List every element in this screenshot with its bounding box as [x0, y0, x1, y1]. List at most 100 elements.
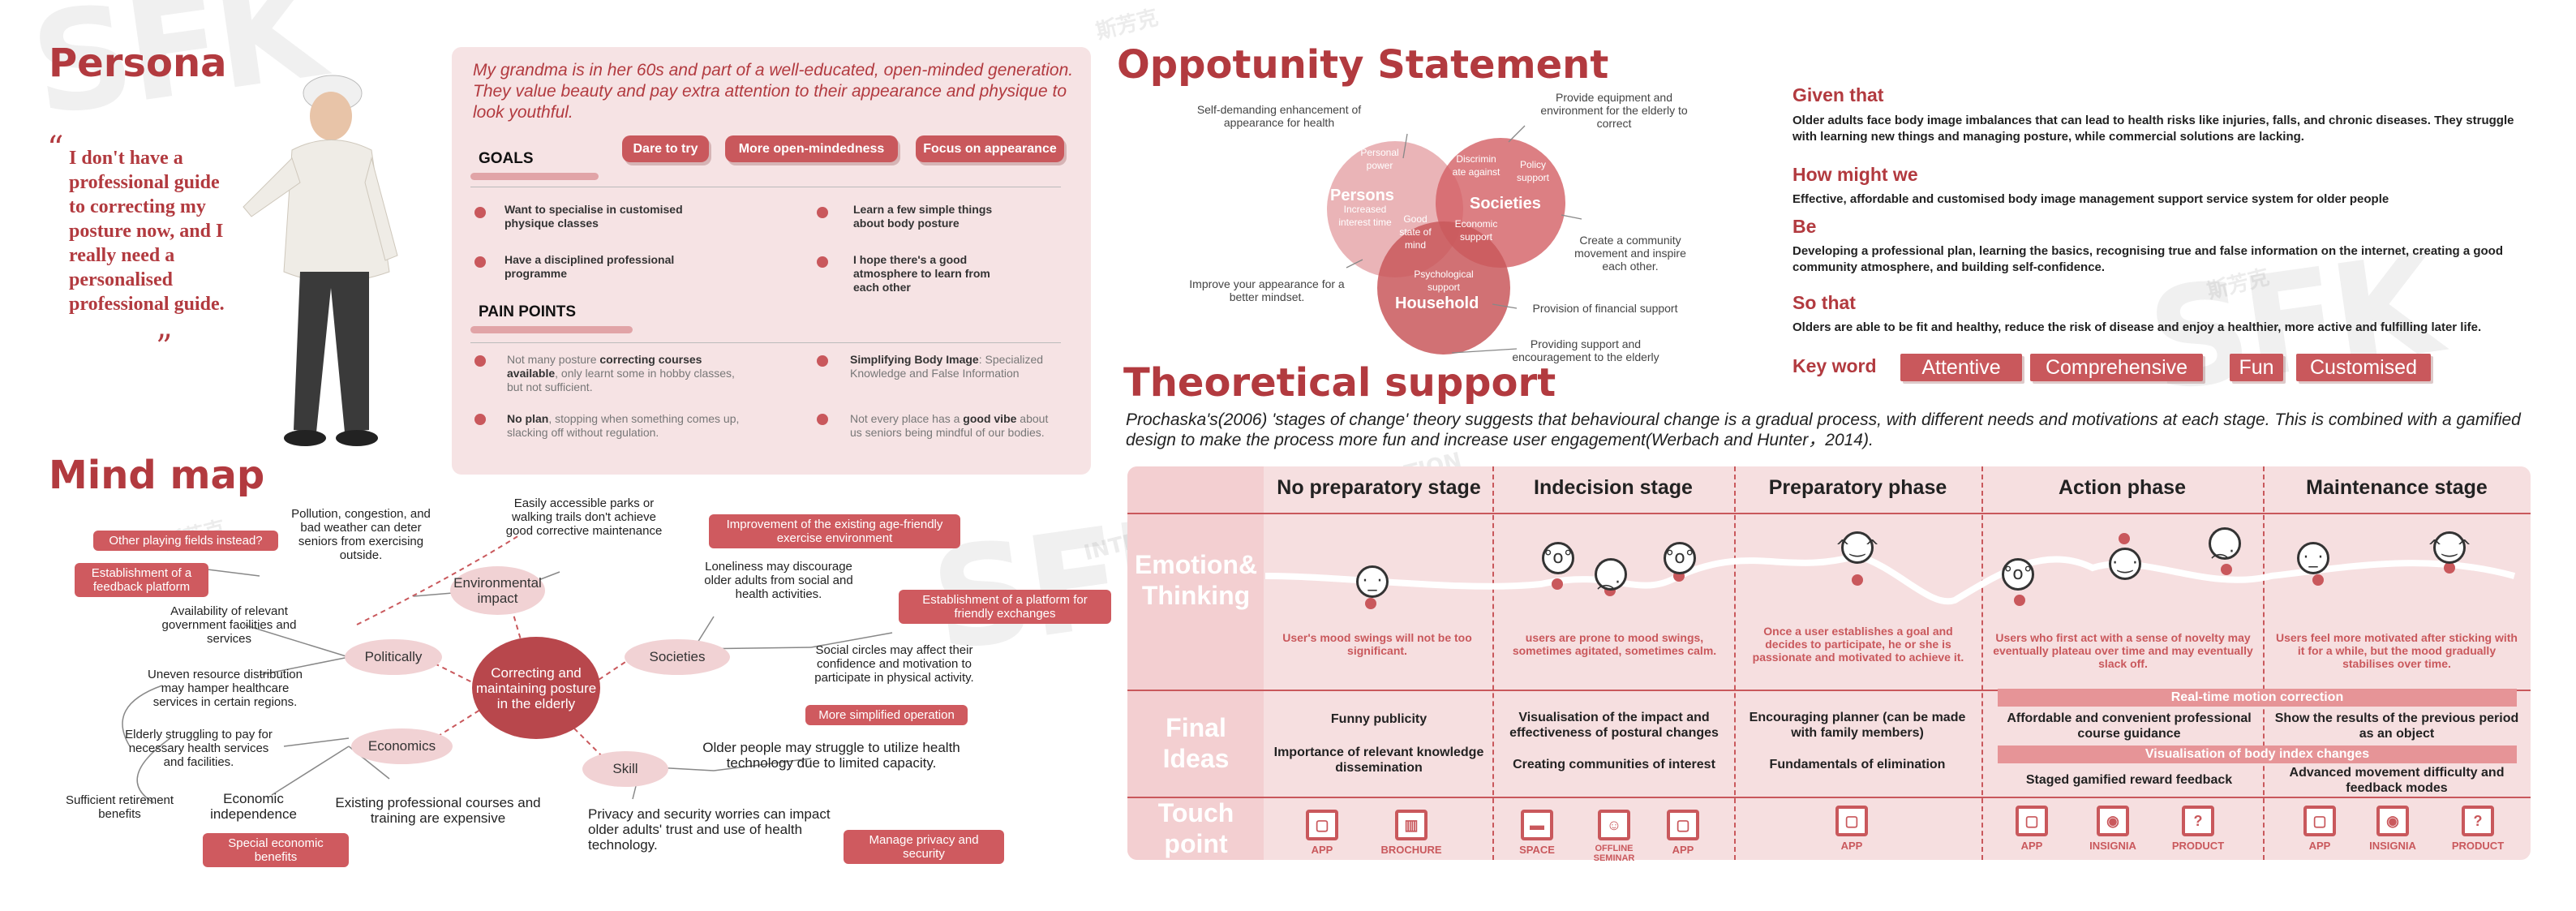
theory-title: Theoretical support	[1123, 360, 1556, 406]
stage-header: Indecision stage	[1534, 476, 1693, 499]
bullet	[817, 256, 828, 268]
mm-tag: Improvement of the existing age-friendly…	[709, 514, 960, 548]
app-icon: ▢	[1306, 810, 1338, 840]
row-divider	[1127, 513, 2531, 514]
goal-item: Have a disciplined professional programm…	[504, 253, 675, 280]
venn-callout: Self-demanding enhancement of appearance…	[1196, 103, 1362, 129]
app-icon: ▢	[2016, 806, 2048, 836]
insignia-icon: ◉	[2097, 806, 2129, 836]
idea: Importance of relevant knowledge dissemi…	[1273, 746, 1484, 775]
stage-header: Preparatory phase	[1768, 476, 1947, 499]
keyword-pill: Customised	[2296, 354, 2431, 381]
column-divider	[1492, 466, 1494, 860]
sad-face-icon: ·︵·	[1595, 556, 1627, 592]
product-icon: ?	[2182, 806, 2214, 836]
be-label: Be	[1792, 216, 1817, 237]
venn-persons: Persons	[1330, 187, 1394, 204]
touchpoint: ◉INSIGNIA	[2080, 806, 2145, 852]
pain-item: No plan, stopping when something comes u…	[507, 412, 740, 439]
emotion-curve	[1265, 533, 2516, 609]
persona-panel	[452, 47, 1091, 475]
mindmap-center-node: Correcting and maintaining posture in th…	[472, 637, 600, 739]
persona-photo	[243, 75, 398, 446]
mm-note: Older people may struggle to utilize hea…	[702, 740, 960, 771]
bullet	[474, 256, 486, 268]
idea-band: Visualisation of body index changes	[1998, 746, 2517, 763]
touchpoint: ▢APP	[2295, 806, 2344, 852]
shocked-face-icon: °o°	[2002, 558, 2034, 591]
touchpoint: ▥BROCHURE	[1375, 810, 1448, 856]
goal-item: Want to specialise in customised physiqu…	[504, 203, 683, 230]
quote-close-mark: ”	[156, 329, 173, 366]
mm-note: Loneliness may discourage older adults f…	[704, 560, 853, 601]
column-divider	[2263, 466, 2265, 860]
stages-table	[1127, 466, 2531, 860]
venn-policy: Policy support	[1516, 159, 1550, 183]
neutral-face-icon: ·_·	[1356, 565, 1389, 598]
row-touch: Touch point	[1157, 798, 1234, 858]
bullet	[817, 355, 828, 367]
mm-note: Existing professional courses and traini…	[335, 795, 541, 826]
happy-face-icon: ^‿^	[2428, 531, 2471, 564]
pain-points-heading: PAIN POINTS	[479, 303, 576, 320]
venn-household: Household	[1395, 294, 1479, 312]
venn-personal-power: Personal power	[1360, 147, 1399, 171]
bullet	[817, 414, 828, 425]
venn-societies: Societies	[1470, 195, 1541, 213]
mm-note: Availability of relevant government faci…	[161, 604, 297, 646]
goals-heading: GOALS	[479, 150, 534, 167]
mm-tag: Establishment of a feedback platform	[75, 563, 208, 597]
venn-callout: Providing support and encouragement to t…	[1512, 337, 1659, 363]
stage-header: No preparatory stage	[1277, 476, 1481, 499]
theory-text: Prochaska's(2006) 'stages of change' the…	[1126, 410, 2521, 449]
sad-face-icon: ·︵·	[2209, 526, 2241, 561]
pain-item: Not many posture correcting courses avai…	[507, 353, 735, 393]
mm-tag: Special economic benefits	[203, 833, 349, 867]
app-icon: ▢	[1835, 806, 1868, 836]
node-societies: Societies	[625, 639, 730, 675]
touchpoint: ◉INSIGNIA	[2360, 806, 2425, 852]
mm-note: Privacy and security worries can impact …	[588, 806, 831, 853]
watermark-small: 斯芳克	[1093, 5, 1161, 45]
hmw-label: How might we	[1792, 164, 1918, 185]
opportunity-title: Oppotunity Statement	[1117, 42, 1609, 88]
trait-pill: More open-mindedness	[725, 135, 898, 162]
node-economics: Economics	[351, 728, 453, 764]
surprised-face-icon: °o°	[1664, 542, 1696, 574]
brochure-icon: ▥	[1395, 810, 1428, 840]
idea: Encouraging planner (can be made with fa…	[1749, 711, 1966, 740]
venn-callout: Improve your appearance for a better min…	[1189, 277, 1345, 303]
idea: Visualisation of the impact and effectiv…	[1509, 711, 1719, 740]
idea: Advanced movement difficulty and feedbac…	[2289, 766, 2505, 795]
persona-title: Persona	[49, 41, 227, 86]
sothat-text: Olders are able to be fit and healthy, r…	[1792, 320, 2482, 334]
idea: Funny publicity	[1330, 712, 1428, 726]
column-divider	[1981, 466, 1983, 860]
mm-tag: Manage privacy and security	[844, 830, 1004, 864]
idea: Show the results of the previous period …	[2274, 711, 2519, 741]
mm-note: Easily accessible parks or walking trail…	[505, 496, 663, 538]
node-skill: Skill	[582, 751, 668, 787]
emotion-note: Users feel more motivated after sticking…	[2276, 631, 2518, 670]
app-icon: ▢	[1667, 810, 1699, 840]
trait-pill: Dare to try	[622, 135, 709, 162]
sothat-label: So that	[1792, 292, 1856, 313]
upset-face-icon: °o°	[1542, 542, 1574, 574]
touchpoint: ?PRODUCT	[2162, 806, 2235, 852]
emotion-note: Users who first act with a sense of nove…	[1993, 631, 2253, 670]
venn-discrimination: Discrimin ate against	[1452, 153, 1501, 178]
row-divider	[1127, 797, 2531, 798]
seminar-icon: ☺	[1598, 810, 1630, 840]
insignia-icon: ◉	[2376, 806, 2409, 836]
idea: Staged gamified reward feedback	[2025, 773, 2233, 787]
space-icon: ▬	[1521, 810, 1553, 840]
mm-note: Economic independence	[210, 791, 297, 822]
venn-good-state: Good state of mind	[1399, 213, 1432, 251]
mm-note: Sufficient retirement benefits	[65, 793, 174, 821]
stage-header: Maintenance stage	[2306, 476, 2488, 499]
touchpoint: ▢APP	[2007, 806, 2056, 852]
mm-tag: More simplified operation	[805, 705, 968, 725]
touchpoint: ▢APP	[1298, 810, 1346, 856]
touchpoint: ▢APP	[1827, 806, 1876, 852]
mm-tag: Other playing fields instead?	[93, 531, 278, 551]
